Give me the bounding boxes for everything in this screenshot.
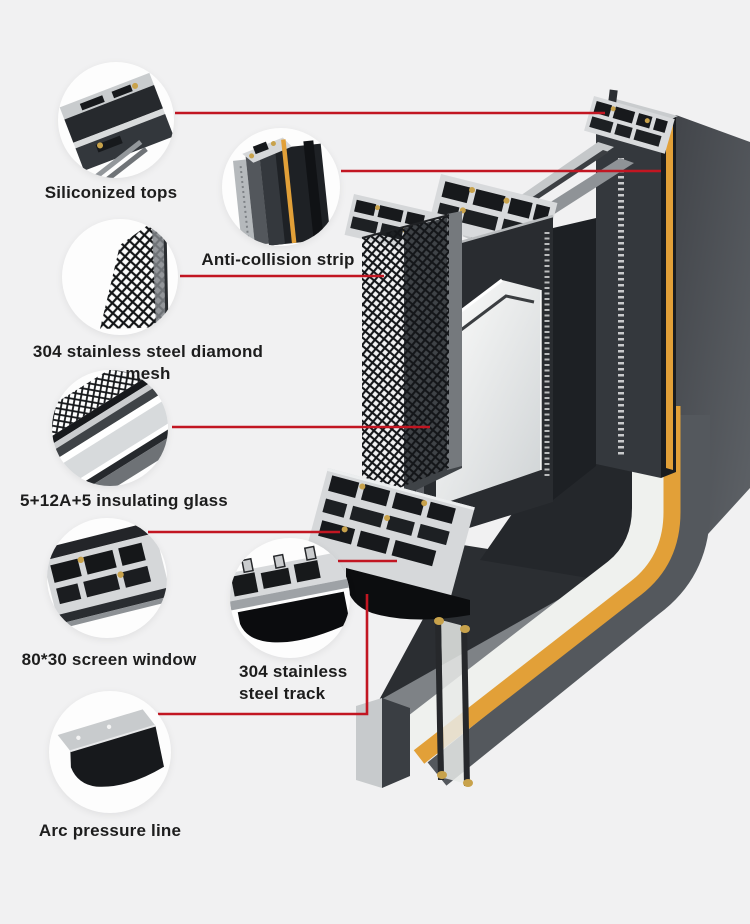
track-gap <box>553 218 596 500</box>
callout-label-screen-window: 80*30 screen window <box>21 650 197 669</box>
steel-track-photo <box>230 545 350 643</box>
siliconized-tops-photo <box>59 72 174 178</box>
callout-label-arc-pressure-line: Arc pressure line <box>38 821 182 840</box>
insulating-glass-photo <box>52 370 168 486</box>
diamond-mesh-texture <box>362 215 449 503</box>
callout-label-steel-track: 304 stainless steel track <box>239 661 379 705</box>
callout-label-diamond-mesh: 304 stainless steel diamond mesh <box>32 342 264 383</box>
detail-inset-diamond-mesh <box>62 219 178 335</box>
callout-label-insulating-glass: 5+12A+5 insulating glass <box>20 491 228 510</box>
callout-lines <box>148 111 661 716</box>
diamond-mesh-photo <box>100 225 169 329</box>
detail-inset-siliconized-tops <box>58 62 174 178</box>
mesh-screen <box>361 211 462 503</box>
callout-line-arc-pressure <box>158 594 369 716</box>
detail-inset-anti-collision-strip <box>222 128 340 246</box>
callout-label-siliconized-tops: Siliconized tops <box>44 183 178 202</box>
callout-label-steel-track-line1: 304 stainless <box>239 662 348 681</box>
detail-inset-steel-track <box>230 538 350 658</box>
anti-collision-strip-orange <box>666 120 673 470</box>
detail-inset-arc-pressure-line <box>49 691 171 813</box>
callout-label-steel-track-line2: steel track <box>239 684 326 703</box>
glass-gasket-strip <box>413 406 681 764</box>
bottom-sill <box>393 400 710 786</box>
arc-pressure-line-photo <box>57 709 164 787</box>
detail-inset-insulating-glass <box>52 370 168 486</box>
screen-window-photo <box>47 521 167 631</box>
arc-pressure-underside <box>346 568 470 620</box>
insulating-glass-unit <box>434 617 473 787</box>
detail-inset-screen-window <box>47 518 167 638</box>
sill-cut-cluster <box>302 468 475 788</box>
callout-label-anti-collision-strip: Anti-collision strip <box>201 250 355 269</box>
anti-collision-strip-photo <box>233 137 331 246</box>
insulating-glass-pane <box>436 280 541 506</box>
